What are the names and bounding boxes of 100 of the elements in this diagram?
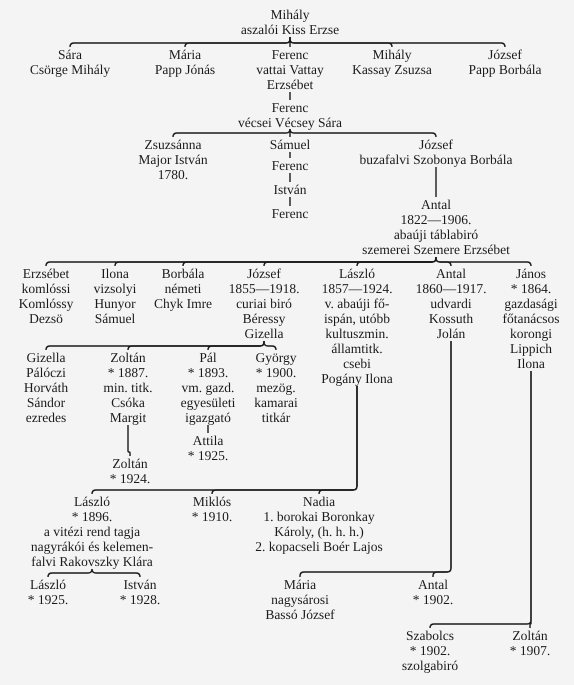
person-detail: vizsolyi: [94, 281, 136, 296]
person-name: Antal: [420, 197, 452, 212]
person-detail: Dezsö: [28, 311, 64, 326]
person-name: Erzsébet: [22, 266, 70, 281]
person-detail: * 1910.: [192, 509, 232, 524]
person-detail: németi: [164, 281, 202, 296]
family-line: [289, 173, 291, 182]
person-detail: ispán, utóbb: [323, 311, 391, 326]
person-detail: Papp Borbála: [468, 62, 542, 77]
person-detail: Sándor: [26, 395, 66, 410]
person-name: László: [73, 494, 111, 509]
person-detail: Csóka: [110, 395, 146, 410]
family-line: [184, 37, 291, 48]
person-detail: gazdasági: [503, 296, 559, 311]
person-detail: * 1902.: [408, 643, 452, 658]
person-detail: nagysárosi: [270, 592, 330, 607]
person-detail: főtanácsos: [502, 311, 560, 326]
family-line: [289, 37, 506, 48]
person-detail: komlóssi: [20, 281, 72, 296]
person-detail: nagyrákói és kelemen-: [30, 539, 154, 554]
person-detail: Kossuth: [428, 311, 474, 326]
person-detail: Sámuel: [94, 311, 136, 326]
person-name: István: [274, 182, 306, 197]
person-name: Sámuel: [270, 137, 310, 152]
person-detail: 1822—1906.: [400, 212, 472, 227]
person-detail: csebi: [342, 356, 372, 371]
person-detail: 1857—1924.: [321, 281, 393, 296]
person-detail: Komlóssy: [18, 296, 74, 311]
person-detail: aszalói Kiss Erzse: [240, 22, 340, 37]
family-line: [356, 257, 437, 267]
person-name: Szabolcs: [405, 628, 455, 643]
person-detail: Hunyor: [94, 296, 136, 311]
person-name: Mihály: [270, 7, 310, 22]
person-detail: buzafalvi Szobonya Borbála: [360, 152, 512, 167]
person-name: Zoltán: [511, 628, 549, 643]
person-detail: Erzsébet: [266, 77, 314, 92]
family-line: [207, 425, 209, 433]
person-detail: * 1887.: [106, 365, 150, 380]
person-detail: Horváth: [24, 380, 68, 395]
person-detail: Chyk Imre: [154, 296, 212, 311]
family-line: [432, 341, 452, 578]
person-detail: Bassó József: [265, 607, 335, 622]
person-detail: Gizella: [244, 326, 284, 341]
person-detail: vattai Vattay: [256, 62, 324, 77]
person-name: Attila: [192, 433, 224, 448]
person-detail: * 1902.: [412, 592, 454, 607]
family-line: [289, 152, 291, 158]
person-detail: Pogány Ilona: [321, 371, 393, 386]
family-line: [435, 167, 437, 197]
person-name: Ferenc: [270, 100, 310, 115]
person-detail: államtitk.: [330, 341, 384, 356]
person-detail: * 1896.: [70, 509, 114, 524]
family-line: [318, 386, 358, 495]
person-detail: Béressy: [242, 311, 286, 326]
family-line: [289, 92, 291, 100]
person-detail: 1855—1918.: [228, 281, 300, 296]
person-name: Nadia: [302, 494, 336, 509]
person-name: Zoltán: [109, 350, 147, 365]
person-detail: kultuszmin.: [324, 326, 390, 341]
person-detail: szemerei Szemere Erzsébet: [362, 242, 510, 257]
family-line: [435, 257, 532, 267]
person-detail: Csörge Mihály: [30, 62, 110, 77]
person-detail: kamarai: [254, 395, 298, 410]
person-detail: curiai biró: [235, 296, 293, 311]
person-detail: * 1907.: [510, 643, 550, 658]
person-detail: Pálóczi: [25, 365, 67, 380]
person-name: Ilona: [100, 266, 130, 281]
person-name: József: [487, 47, 523, 62]
person-detail: 1. borokai Boronkay: [262, 509, 376, 524]
person-detail: 1860—1917.: [416, 281, 486, 296]
person-detail: 2. kopacseli Boér Lajos: [255, 539, 383, 554]
family-line: [263, 341, 277, 351]
family-line: [47, 568, 93, 578]
person-name: Mihály: [372, 47, 412, 62]
person-detail: Ilona: [516, 356, 546, 371]
person-name: József: [418, 137, 454, 152]
person-name: Mária: [282, 577, 318, 592]
person-detail: mezög.: [255, 380, 297, 395]
person-name: Miklós: [192, 494, 232, 509]
person-name: István: [122, 577, 158, 592]
person-detail: Papp Jónás: [154, 62, 216, 77]
person-detail: Jolán: [436, 326, 466, 341]
person-name: Zoltán: [111, 456, 149, 471]
person-detail: v. abaúji fő-: [324, 296, 390, 311]
person-detail: ezredes: [24, 410, 68, 425]
person-name: József: [246, 266, 282, 281]
person-detail: vm. gazd.: [180, 380, 236, 395]
family-line: [289, 197, 291, 206]
person-name: Gizella: [26, 350, 66, 365]
person-detail: korongi: [509, 326, 553, 341]
person-detail: * 1893.: [186, 365, 230, 380]
person-detail: 1780.: [156, 167, 190, 182]
person-name: Zsuzsánna: [144, 137, 202, 152]
person-detail: a vitézi rend tagja: [42, 524, 142, 539]
person-detail: udvardi: [429, 296, 473, 311]
person-detail: Kassay Zsuzsa: [352, 62, 432, 77]
person-detail: * 1925.: [188, 448, 228, 463]
person-detail: min. titk.: [103, 380, 153, 395]
person-detail: * 1900.: [254, 365, 298, 380]
person-name: Borbála: [160, 266, 206, 281]
